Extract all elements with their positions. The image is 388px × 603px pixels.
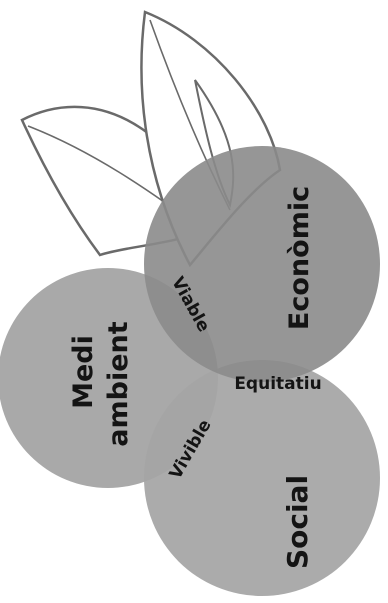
equitable-label: Equitatiu [234,374,321,394]
social-circle [144,360,380,596]
economic-label: Econòmic [284,186,315,330]
social-label: Social [281,475,314,569]
economic-circle [144,146,380,382]
environment-label-line1: Medi [68,335,99,409]
environment-label-line2: ambient [103,321,134,446]
